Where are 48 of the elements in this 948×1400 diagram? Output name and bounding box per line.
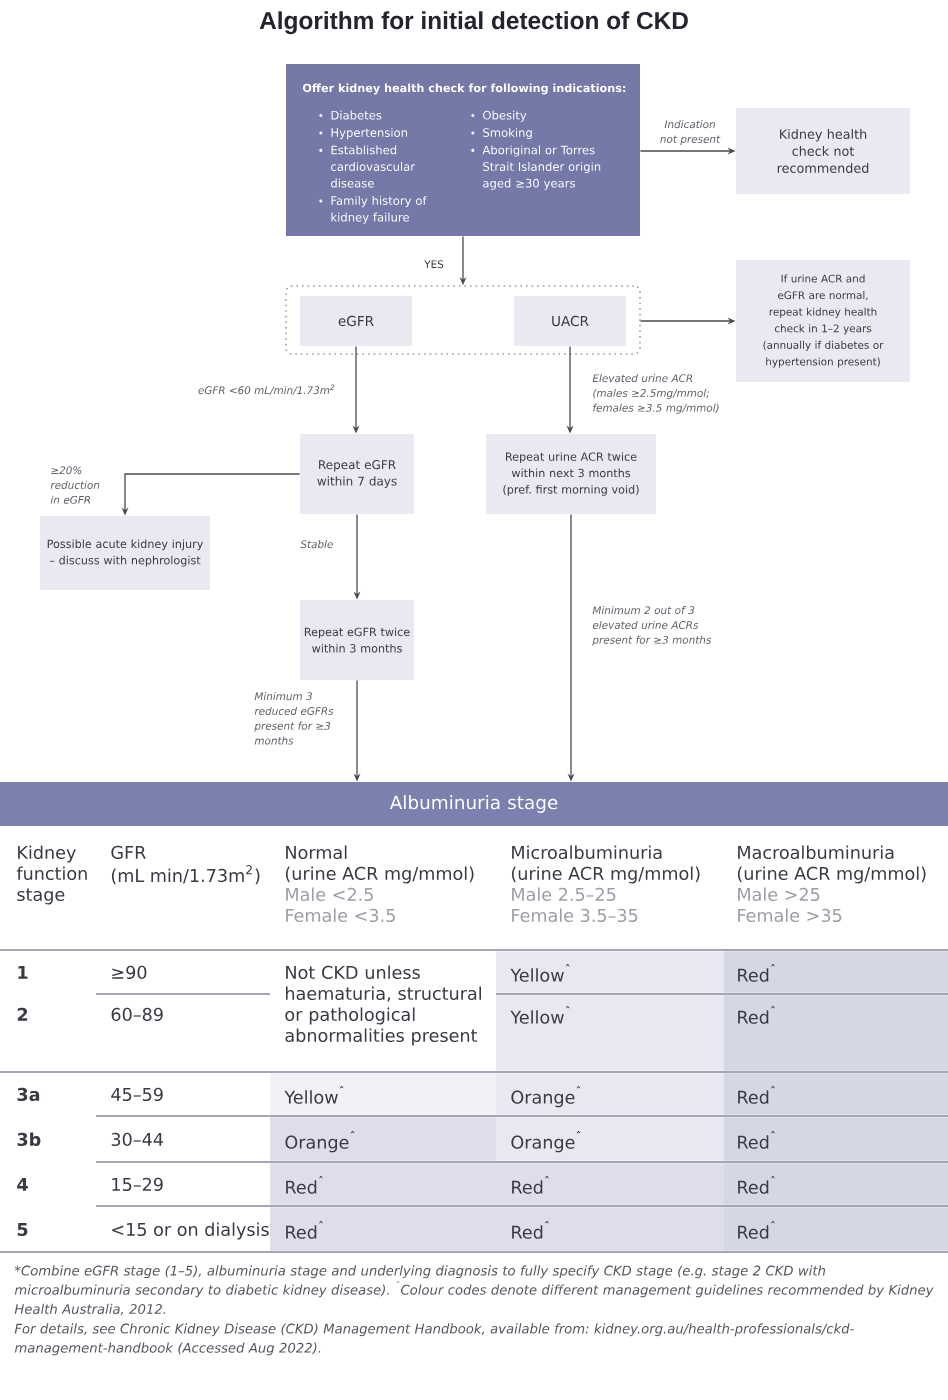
shaded-cell: Orange$^{ˆ}$: [270, 1117, 496, 1161]
stage-number: 3a: [17, 1087, 40, 1102]
column-subheading: Female 3.5–35: [512, 908, 638, 923]
column-heading: Macroalbuminuria: [738, 845, 894, 860]
column-subheading: Female <3.5: [286, 908, 395, 923]
stage-number: 3b: [17, 1132, 41, 1147]
gfr-range: 60–89: [111, 1007, 163, 1022]
column-subheading: Male <2.5: [286, 887, 373, 902]
shaded-cell: Red$^{ˆ}$: [496, 1163, 724, 1205]
shaded-cell: Red$^{ˆ}$: [724, 951, 948, 993]
gfr-range: ≥90: [112, 965, 147, 980]
shaded-cell: Orange$^{ˆ}$: [496, 1073, 724, 1115]
note-text: Not CKD unless haematuria, structural or pathological abnormalities present: [285, 965, 481, 1046]
gfr-range: <15 or on dialysis: [112, 1222, 269, 1240]
shaded-cell: Red$^{ˆ}$: [724, 1073, 948, 1115]
title: Algorithm for initial detection of CKD: [259, 11, 688, 35]
shaded-cell: Red$^{ˆ}$: [496, 1207, 724, 1251]
stage-number: 1: [18, 966, 28, 979]
shaded-cell: Yellow$^{ˆ}$: [496, 995, 724, 1071]
stage-number: 4: [17, 1178, 28, 1191]
shaded-cell: Red$^{ˆ}$: [724, 995, 948, 1071]
column-subheading: Male >25: [738, 887, 820, 902]
table-header-band: Albuminuria stage: [0, 782, 948, 826]
column-heading: (urine ACR mg/mmol): [285, 866, 474, 884]
shaded-cell: Yellow$^{ˆ}$: [496, 951, 724, 993]
gfr-range: 30–44: [111, 1132, 163, 1147]
gfr-range: 15–29: [112, 1177, 163, 1192]
column-heading: Microalbuminuria: [512, 845, 662, 860]
shaded-cell: Red$^{ˆ}$: [270, 1207, 496, 1251]
column-heading: GFR: [111, 845, 146, 860]
column-heading: Kidney function stage: [16, 845, 87, 905]
stage-number: 5: [17, 1223, 28, 1237]
shaded-cell: Red$^{ˆ}$: [724, 1207, 948, 1251]
column-heading: Normal: [286, 845, 347, 860]
column-heading: (urine ACR mg/mmol): [511, 866, 700, 884]
shaded-cell: Yellow$^{ˆ}$: [270, 1073, 496, 1115]
shaded-cell: Red$^{ˆ}$: [724, 1117, 948, 1161]
column-subheading: Male 2.5–25: [512, 887, 616, 902]
indication-box: [286, 64, 640, 236]
dotted-group-frame: [285, 285, 641, 355]
stage-number: 2: [17, 1007, 28, 1021]
column-heading: (urine ACR mg/mmol): [737, 866, 926, 884]
column-heading: (mL min/1.73m$^{2}$): [111, 865, 260, 885]
column-subheading: Female >35: [738, 908, 842, 923]
shaded-cell: Orange$^{ˆ}$: [496, 1117, 724, 1161]
shaded-cell: Red$^{ˆ}$: [270, 1163, 496, 1205]
gfr-range: 45–59: [111, 1087, 163, 1102]
shaded-cell: Red$^{ˆ}$: [724, 1163, 948, 1205]
